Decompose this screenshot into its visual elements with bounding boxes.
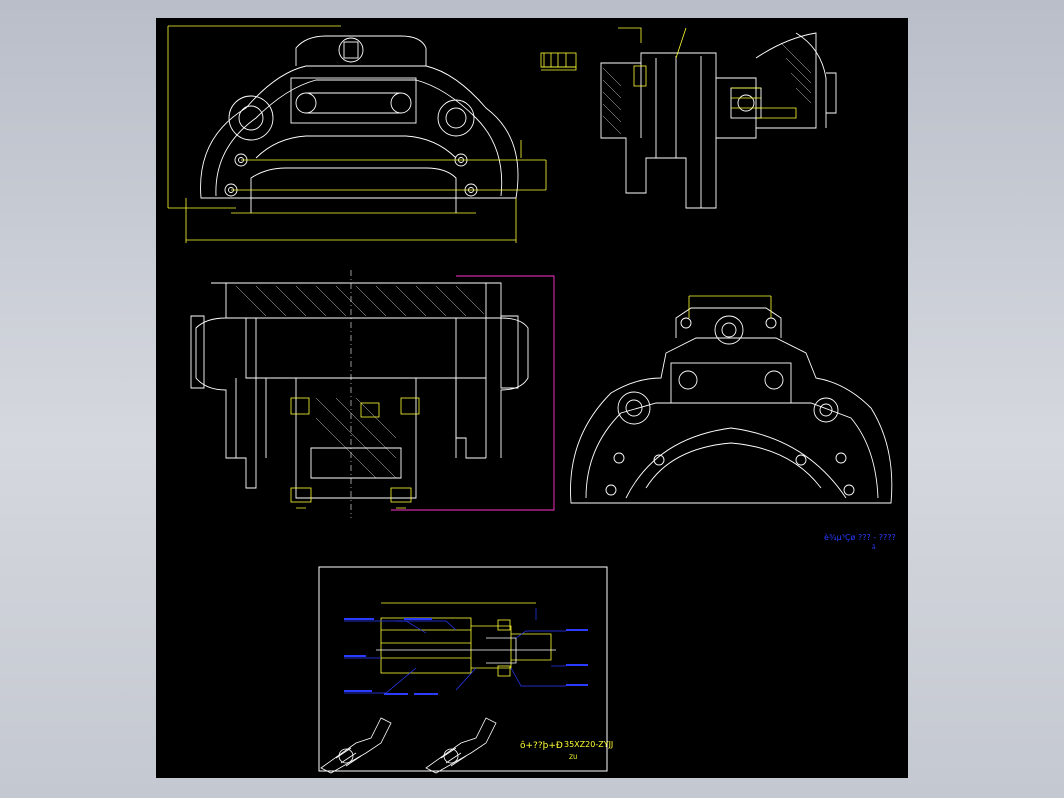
sheet-note: è¾µ³Çø ??? - ???? ã	[824, 532, 896, 551]
title-block-code: 35XZ20-ZYJJ	[564, 740, 613, 749]
title-block-prefix: ô+??þ+Ð	[520, 740, 563, 751]
caliper-side-section-view	[600, 32, 837, 209]
caliper-front-view	[200, 35, 519, 213]
caliper-plan-section-view	[190, 282, 529, 499]
rear-view-dimensions	[688, 295, 772, 318]
plan-section-hatching	[235, 285, 485, 479]
drawing-canvas: è¾µ³Çø ??? - ???? ã	[167, 25, 896, 774]
front-view-dimensions	[167, 25, 547, 243]
sheet-note-sub: ã	[872, 544, 876, 551]
bolt-3d-right	[425, 717, 497, 774]
bolt-3d-left	[320, 717, 392, 774]
detail-assembly-section	[380, 602, 552, 677]
cad-drawing-sheet: è¾µ³Çø ??? - ???? ã	[156, 18, 908, 778]
detail-bushing	[540, 52, 577, 71]
detail-assembly-outline	[376, 637, 556, 664]
sheet-note-text: è¾µ³Çø ??? - ????	[824, 532, 896, 542]
side-section-hatching	[602, 42, 812, 135]
detail-leader-lines	[344, 608, 566, 694]
caliper-rear-view	[570, 307, 893, 504]
title-block: ô+??þ+Ð 35XZ20-ZYJJ ZU	[520, 740, 613, 761]
detail-leader-tags	[344, 618, 588, 695]
detail-frame	[318, 566, 608, 772]
side-section-yellow-parts	[618, 27, 797, 119]
plan-section-dimension	[391, 275, 555, 511]
title-block-sub: ZU	[569, 754, 578, 761]
plan-section-yellow-parts	[290, 397, 420, 509]
